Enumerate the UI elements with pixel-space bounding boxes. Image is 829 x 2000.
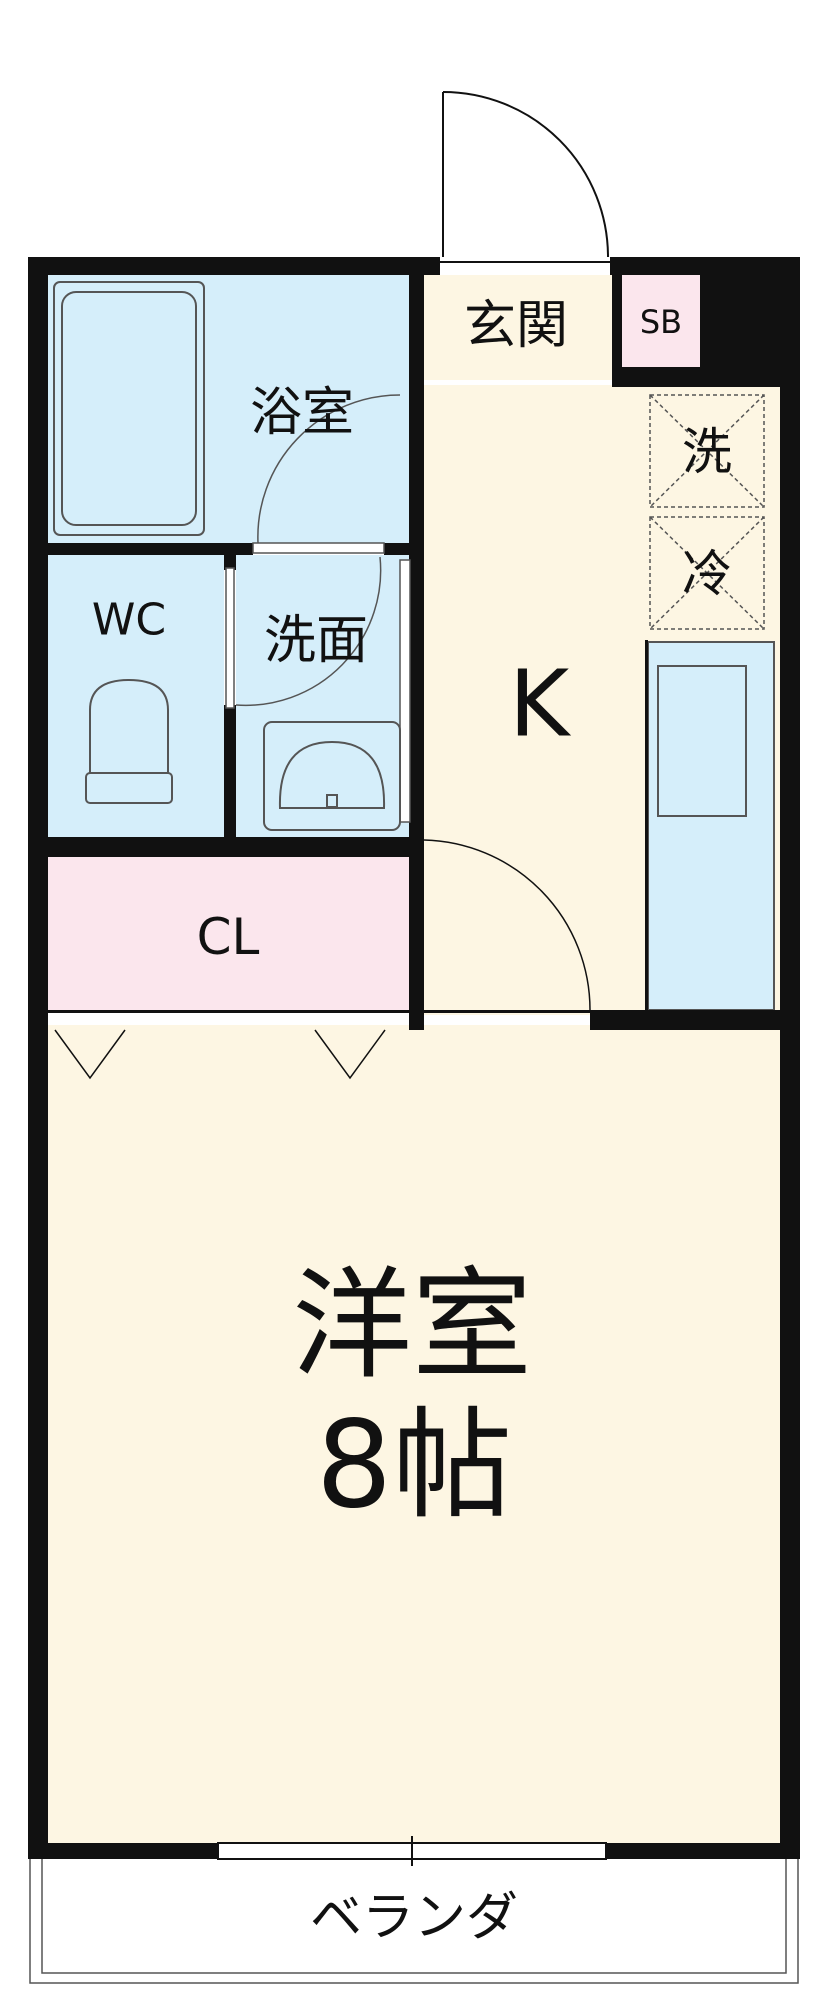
closet-top-wall xyxy=(48,837,409,857)
washroom-label: 洗面 xyxy=(264,611,368,671)
outer-wall-bottom-left xyxy=(28,1843,218,1859)
kitchen-door-frame xyxy=(424,1010,590,1013)
washroom-door-swing xyxy=(235,556,382,707)
sb-bottom-wall xyxy=(612,367,702,387)
toilet xyxy=(85,678,173,804)
kitchen-door-swing xyxy=(423,839,591,1011)
sb-floor xyxy=(622,275,700,367)
wc-label: WC xyxy=(92,595,166,646)
bath-door-frame xyxy=(252,542,385,554)
washer-space xyxy=(649,394,765,508)
kitchen-bottom-wall xyxy=(590,1010,780,1030)
center-wall xyxy=(409,257,424,1030)
western-room-label: 洋室 xyxy=(292,1257,532,1396)
bath-door xyxy=(252,394,401,554)
fridge-space-label: 冷 xyxy=(682,545,732,603)
bath-label: 浴室 xyxy=(250,383,354,443)
washroom-side-door xyxy=(399,559,411,823)
closet-door-right xyxy=(314,1029,386,1080)
wc-door-frame xyxy=(225,567,235,709)
wc-wash-wall-top xyxy=(224,555,236,570)
washer-cross-2 xyxy=(649,394,765,508)
fridge-space xyxy=(649,516,765,630)
washroom-doors xyxy=(225,556,411,823)
western-room-size-label: 8帖 xyxy=(316,1397,512,1536)
room-labels: 玄関 SB 浴室 WC 洗面 K 洗 冷 CL 洋室 8帖 ベランダ xyxy=(92,296,732,1948)
balcony-window xyxy=(217,1836,607,1866)
kitchen-door xyxy=(423,839,591,1011)
wc-wash-wall-bottom xyxy=(224,705,236,837)
appliance-spaces xyxy=(649,394,765,630)
sb-label: SB xyxy=(640,303,682,341)
bathtub-inner xyxy=(61,291,197,526)
counter-side-wall xyxy=(645,640,648,1020)
outer-wall-left xyxy=(28,257,48,1859)
balcony-label: ベランダ xyxy=(310,1888,518,1948)
toilet-tank xyxy=(85,772,173,804)
kitchen-label: K xyxy=(509,651,572,758)
washer-space-label: 洗 xyxy=(682,423,732,481)
bath-bottom-wall-left xyxy=(48,543,253,555)
closet-floor xyxy=(48,857,409,1010)
closet-doors xyxy=(54,1029,386,1080)
outer-wall-right xyxy=(780,257,800,1859)
closet-label: CL xyxy=(197,908,260,966)
kitchen-sink xyxy=(657,665,747,817)
closet-bottom-line xyxy=(48,1010,409,1013)
balcony xyxy=(29,1859,799,1984)
basin-faucet xyxy=(326,794,338,808)
entry-door xyxy=(440,91,610,263)
genkan-sb-wall xyxy=(612,275,622,387)
bath-door-swing xyxy=(257,394,401,544)
outer-wall-bottom-right xyxy=(606,1843,800,1859)
wash-basin xyxy=(263,721,401,831)
genkan-floor xyxy=(424,275,612,380)
toilet-bowl xyxy=(89,678,169,776)
genkan-label: 玄関 xyxy=(464,296,568,356)
bathtub xyxy=(53,281,205,536)
outer-wall-top-left xyxy=(28,257,440,275)
balcony-railing-inner xyxy=(41,1859,787,1974)
entry-door-swing xyxy=(442,91,609,258)
fridge-cross-2 xyxy=(649,516,765,630)
bath-bottom-wall-right xyxy=(384,543,409,555)
western-room-floor xyxy=(48,1025,780,1843)
balcony-railing xyxy=(29,1859,799,1984)
sb-corner-wall xyxy=(700,257,780,387)
walls xyxy=(28,257,800,1859)
basin-bowl xyxy=(278,740,386,809)
closet-door-left xyxy=(54,1029,126,1080)
